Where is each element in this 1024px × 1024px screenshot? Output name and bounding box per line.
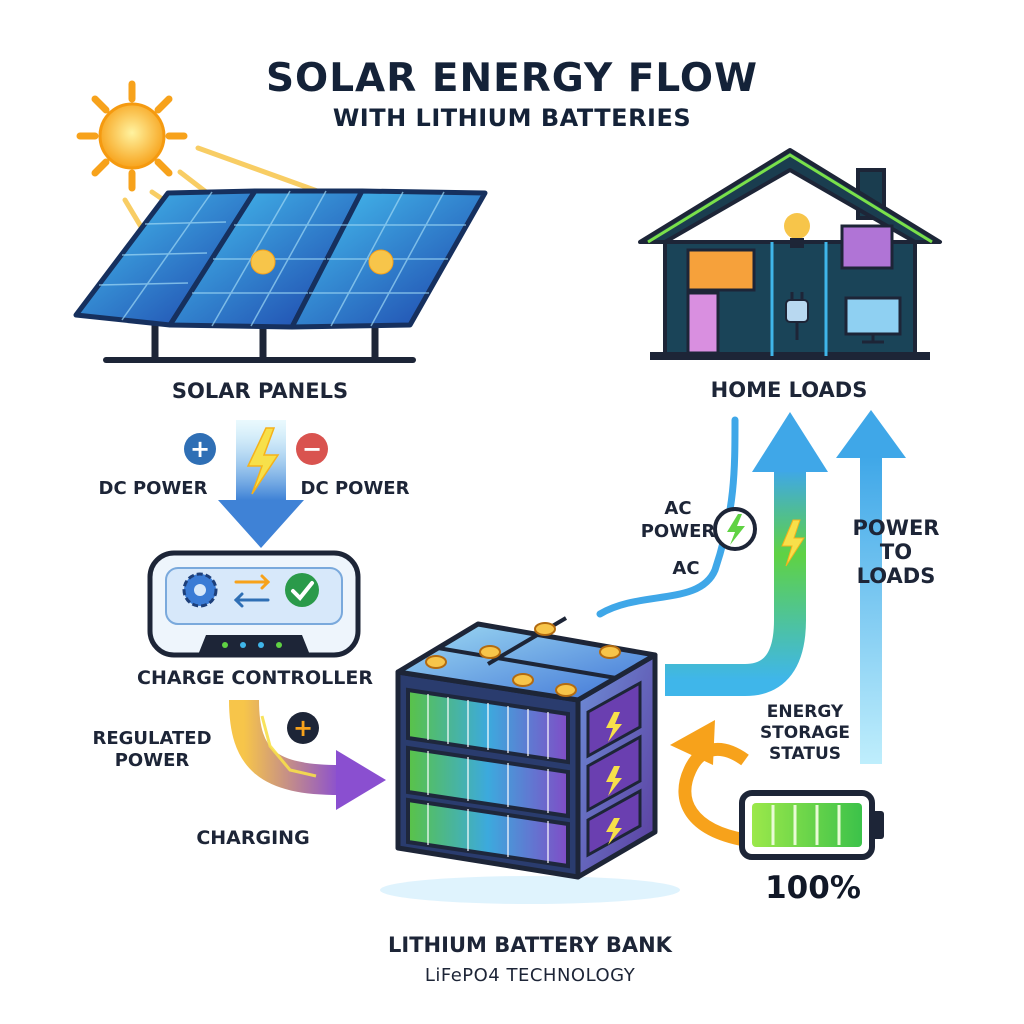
svg-text:−: − [302,435,322,463]
swap-arrows-icon [233,574,271,608]
charging-label: CHARGING [196,827,310,849]
svg-text:+: + [293,714,313,742]
ac-power-line [596,416,739,618]
monitor-icon [844,296,902,344]
page-subtitle: WITH LITHIUM BATTERIES [332,104,692,132]
plug-icon [785,292,809,340]
ac-label-bottom: AC [672,558,700,579]
ac-lightning-badge [713,507,757,551]
svg-text:+: + [190,435,210,463]
plus-badge-regulated: + [287,712,319,744]
power-to-loads-arrow [836,410,906,764]
battery-icon [739,790,884,860]
home-loads-label: HOME LOADS [710,378,868,402]
storage-status-arrow [670,720,749,847]
dc-power-left-label: DC POWER [98,478,208,499]
output-up-arrow [665,412,828,696]
gear-icon [182,572,218,608]
charge-controller-device [147,550,361,658]
battery-percent: 100% [765,870,861,906]
ac-label-top: AC [664,498,692,519]
solar-panels-label: SOLAR PANELS [171,379,349,403]
solar-panel-icon [73,188,488,363]
lithium-battery-bank [380,616,680,904]
charging-arrow [229,699,386,810]
ac-power-label: POWER [640,521,716,542]
checkmark-icon [285,573,319,607]
page-title: SOLAR ENERGY FLOW [265,56,759,101]
house-icon [638,148,942,360]
lightbulb-icon [784,213,810,248]
battery-bank-sublabel: LiFePO4 TECHNOLOGY [424,965,636,986]
plus-badge: + [184,433,216,465]
battery-bank-label: LITHIUM BATTERY BANK [388,933,672,957]
dc-power-arrow [218,420,304,548]
dc-power-right-label: DC POWER [300,478,410,499]
minus-badge: − [296,433,328,465]
charge-controller-label: CHARGE CONTROLLER [137,667,373,689]
